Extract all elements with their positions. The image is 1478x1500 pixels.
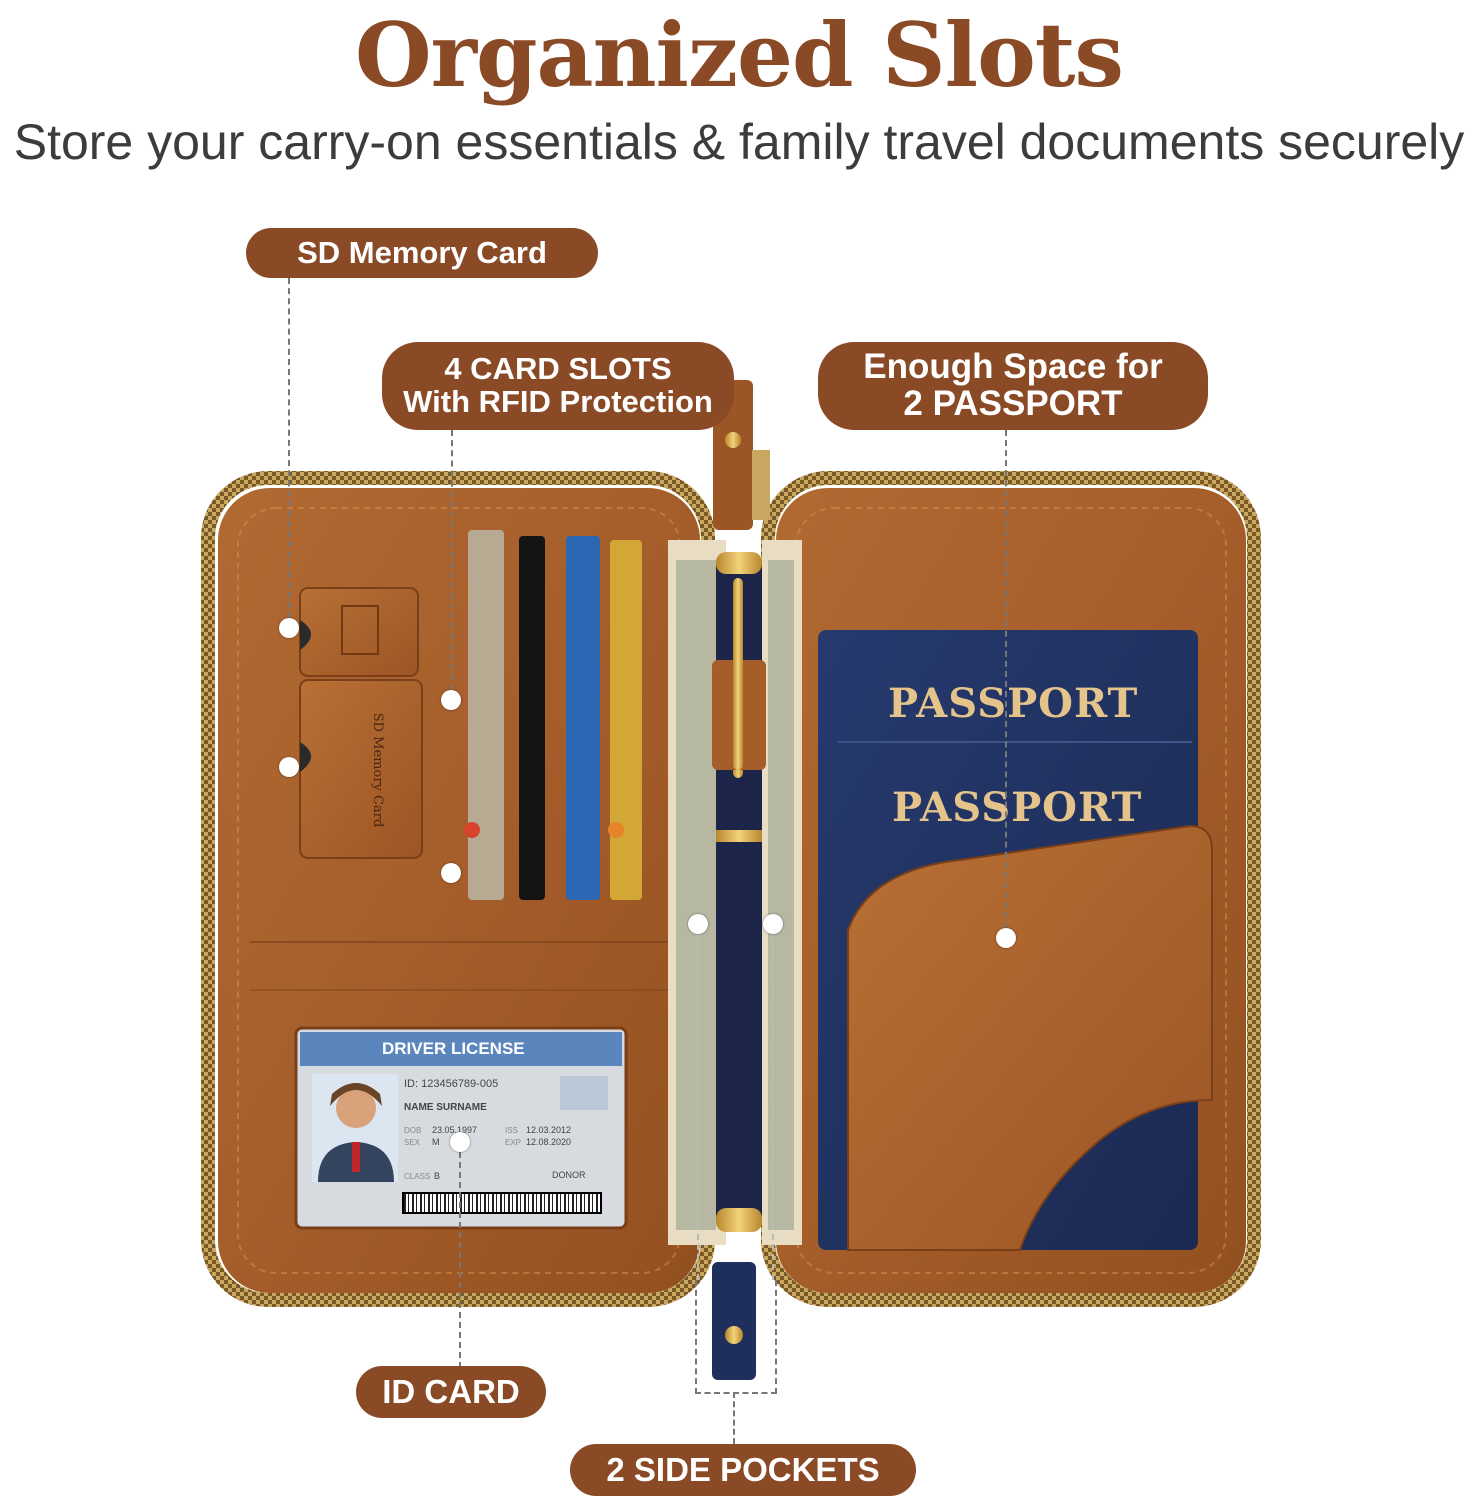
leader-pen-right [772,924,774,1280]
callout-passport-line2: 2 PASSPORT [903,384,1123,423]
bottom-zipper-tab [712,1262,756,1380]
card-black [519,536,545,900]
callout-passport-line1: Enough Space for [863,347,1163,387]
page-title: Organized Slots [355,3,1124,107]
leader-id [459,1142,461,1368]
callout-side-pockets: 2 SIDE POCKETS [570,1444,916,1496]
license-sex-label: SEX [404,1138,421,1147]
marker-dot-sd-1 [279,618,299,638]
side-pockets-bracket [695,1280,777,1394]
callout-card-slots: 4 CARD SLOTS With RFID Protection [382,342,734,430]
callout-card-slots-line1: 4 CARD SLOTS [444,351,672,387]
callout-side-pockets-label: 2 SIDE POCKETS [606,1450,880,1488]
license-exp-label: EXP [505,1138,522,1147]
license-iss: 12.03.2012 [526,1125,572,1135]
marker-dot-pocket-left [688,914,708,934]
license-dob-label: DOB [404,1126,422,1135]
passport-pocket [847,824,1213,1251]
license-name: NAME SURNAME [404,1102,487,1113]
passport-text-2: PASSPORT [892,784,1143,831]
marker-dot-cards-1 [441,690,461,710]
leader-passport [1005,430,1007,938]
marker-dot-cards-2 [441,863,461,883]
marker-dot-id [450,1132,470,1152]
callout-sd-memory-card: SD Memory Card [246,228,598,278]
callout-id-label: ID CARD [382,1372,520,1410]
leader-cards [451,430,453,700]
license-donor: DONOR [552,1170,586,1180]
license-class-label: CLASS [404,1172,431,1181]
sd-pocket-label: SD Memory Card [370,712,385,828]
barcode-lines [404,1194,600,1212]
callout-passport-space: Enough Space for 2 PASSPORT [818,342,1208,430]
callout-card-slots-line2: With RFID Protection [403,384,713,419]
license-header: DRIVER LICENSE [382,1039,525,1058]
license-iss-label: ISS [505,1126,518,1135]
license-id: ID: 123456789-005 [404,1078,499,1090]
passport-text-1: PASSPORT [888,680,1139,727]
sd-card-pocket-top [299,587,419,677]
marker-dot-passport [996,928,1016,948]
sd-card-pocket [299,679,423,859]
callout-id-card: ID CARD [356,1366,546,1418]
leader-side-pockets [733,1392,735,1444]
card-gold [610,540,642,900]
callout-sd-label: SD Memory Card [297,234,547,270]
card-blue [566,536,600,900]
page-subtitle: Store your carry-on essentials & family … [13,114,1465,170]
marker-dot-sd-2 [279,757,299,777]
card-silver [468,530,504,900]
marker-dot-pocket-right [763,914,783,934]
license-sex: M [432,1137,440,1147]
license-exp: 12.08.2020 [526,1137,572,1147]
leader-pen-left [697,924,699,1280]
license-class: B [434,1171,441,1181]
leader-sd [288,278,290,628]
license-dob: 23.05.1997 [432,1125,478,1135]
